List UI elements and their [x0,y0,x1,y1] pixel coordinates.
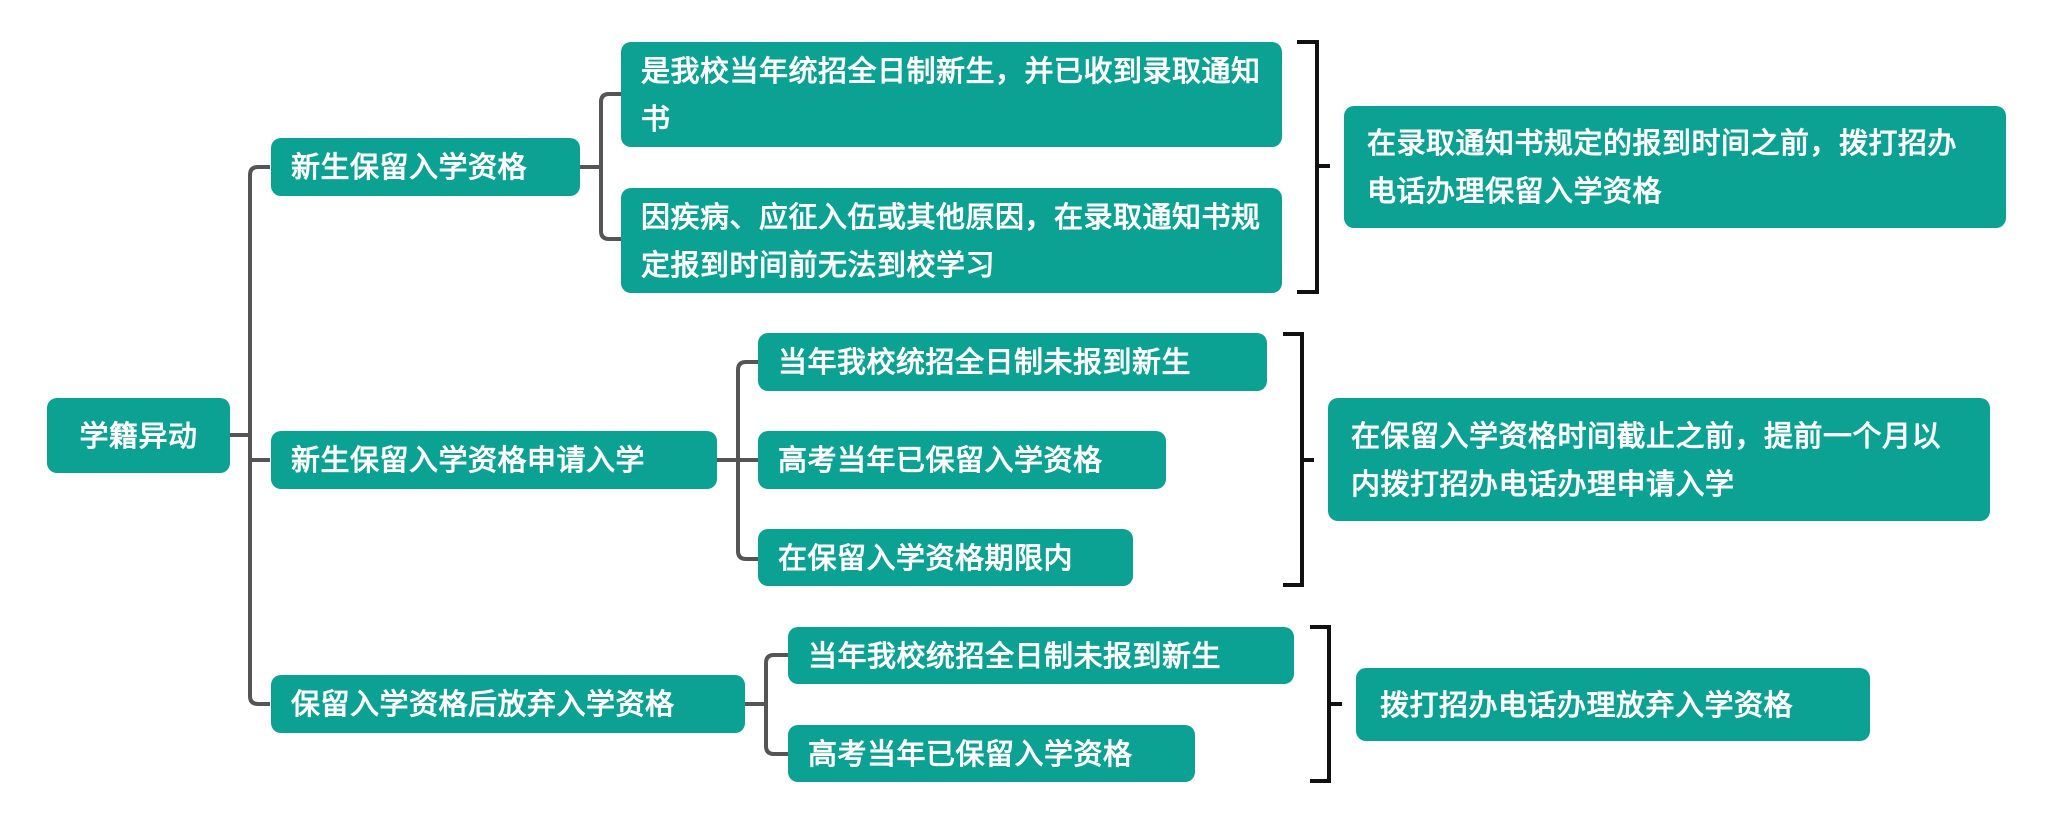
action-node-2[interactable]: 在保留入学资格时间截止之前，提前一个月以内拨打招办电话办理申请入学 [1328,398,1990,521]
condition-label: 当年我校统招全日制未报到新生 [778,345,1192,379]
branch-node-2[interactable]: 新生保留入学资格申请入学 [271,431,717,489]
condition-node[interactable]: 当年我校统招全日制未报到新生 [758,333,1267,391]
group-b-connector [736,360,758,561]
condition-label: 高考当年已保留入学资格 [808,736,1133,771]
branch-label: 保留入学资格后放弃入学资格 [291,687,675,721]
action-label: 在录取通知书规定的报到时间之前，拨打招办电话办理保留入学资格 [1367,126,1958,208]
action-label: 拨打招办电话办理放弃入学资格 [1380,687,1794,722]
condition-label: 是我校当年统招全日制新生，并已收到录取通知书 [641,53,1261,136]
root-node[interactable]: 学籍异动 [47,398,230,473]
condition-node[interactable]: 高考当年已保留入学资格 [788,725,1195,782]
group-c-connector [764,653,788,756]
bracket-a [1297,40,1330,294]
condition-label: 高考当年已保留入学资格 [778,443,1103,477]
condition-node[interactable]: 当年我校统招全日制未报到新生 [788,627,1294,684]
condition-label: 因疾病、应征入伍或其他原因，在录取通知书规定报到时间前无法到校学习 [641,199,1261,282]
branch-label: 新生保留入学资格 [291,150,528,184]
condition-node[interactable]: 因疾病、应征入伍或其他原因，在录取通知书规定报到时间前无法到校学习 [621,188,1282,293]
spine-line [248,165,270,706]
bracket-c [1310,625,1342,783]
bracket-b [1283,332,1314,587]
group-a-connector [599,92,621,241]
root-label: 学籍异动 [79,418,198,453]
branch-node-3[interactable]: 保留入学资格后放弃入学资格 [271,675,745,733]
branch-label: 新生保留入学资格申请入学 [291,443,646,477]
condition-node[interactable]: 高考当年已保留入学资格 [758,431,1166,489]
action-label: 在保留入学资格时间截止之前，提前一个月以内拨打招办电话办理申请入学 [1351,418,1942,501]
action-node-3[interactable]: 拨打招办电话办理放弃入学资格 [1356,668,1870,741]
condition-node[interactable]: 是我校当年统招全日制新生，并已收到录取通知书 [621,42,1282,147]
branch-node-1[interactable]: 新生保留入学资格 [271,138,580,196]
condition-node[interactable]: 在保留入学资格期限内 [758,529,1133,586]
action-node-1[interactable]: 在录取通知书规定的报到时间之前，拨打招办电话办理保留入学资格 [1344,106,2006,228]
condition-label: 当年我校统招全日制未报到新生 [808,638,1222,673]
condition-label: 在保留入学资格期限内 [778,540,1074,575]
